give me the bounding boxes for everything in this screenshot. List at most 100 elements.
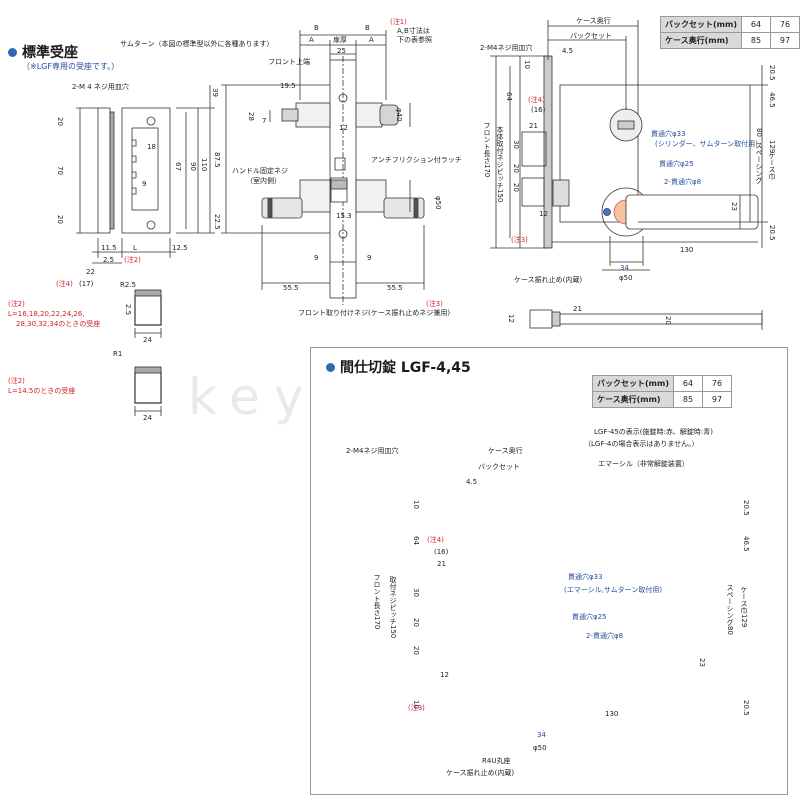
- table-row: ケース奥行(mm) 85 97: [660, 32, 800, 49]
- table-cell: 85: [672, 391, 703, 408]
- dim-label: R1: [113, 350, 123, 358]
- dim-label: フロント長さ170: [483, 122, 491, 178]
- note-ref: (注3): [408, 704, 425, 712]
- dim-label: 20: [512, 183, 520, 192]
- note: L=14.5のときの受座: [8, 387, 76, 395]
- dim-label: B: [314, 24, 319, 32]
- note-ref: (注4): [427, 536, 444, 544]
- dim-label: 130: [680, 246, 694, 254]
- dim-label: φ50: [434, 196, 442, 210]
- note-ref: (注3): [426, 300, 443, 308]
- dim-label: 64: [412, 536, 420, 545]
- dim-label: 64: [505, 92, 513, 101]
- screw-label: 2-M4ネジ用皿穴: [346, 447, 399, 455]
- dim-label: 23: [698, 658, 706, 667]
- dim-label: ケース奥行: [488, 447, 523, 455]
- dim-label: 4.5: [466, 478, 478, 486]
- dim-label: 10: [412, 700, 420, 709]
- dim-label: φ50: [619, 274, 633, 282]
- latch-label: アンチフリクション付ラッチ: [371, 156, 462, 164]
- screw-label: フロント取り付けネジ(ケース振れ止めネジ兼用): [298, 309, 451, 317]
- table-row: バックセット(mm) 64 76: [592, 375, 732, 392]
- dim-label: 12: [339, 124, 348, 132]
- dim-label: 46.5: [742, 536, 750, 552]
- dim-label: φ50: [533, 744, 547, 752]
- dim-label: 本体取付ネジピッチ150: [496, 126, 504, 203]
- section-header-lgf: 間仕切錠 LGF-4,45: [326, 357, 471, 377]
- thumbturn: [281, 108, 299, 122]
- table-row: ケース奥行(mm) 85 97: [592, 391, 732, 408]
- dim-label: 20.5: [768, 225, 776, 241]
- dim-label: 9: [367, 254, 372, 262]
- section-title: 標準受座: [22, 45, 78, 61]
- table-cell: 97: [701, 391, 732, 408]
- table-cell: 76: [701, 375, 732, 392]
- table-cell: 64: [672, 375, 703, 392]
- lever-body: [625, 194, 759, 230]
- hole-label: 2-貫通穴φ8: [664, 178, 702, 186]
- dim-label: 2.5: [103, 256, 115, 264]
- hole-label: (エマーシル,サムターン取付用): [564, 586, 663, 594]
- screw-hole: [146, 220, 156, 230]
- dim-label: (17): [79, 280, 94, 288]
- table-header-cell: ケース奥行(mm): [592, 391, 674, 408]
- dim-label: 25: [337, 47, 346, 55]
- dim-label: 23: [730, 202, 738, 211]
- front-top-label: フロント上端: [268, 58, 310, 66]
- dim-label: 扉厚: [333, 36, 347, 44]
- screw-label: （室内側）: [246, 177, 281, 185]
- dim-label: 21: [573, 305, 582, 313]
- dim-label: B: [365, 24, 370, 32]
- strike-label: 2-M 4 ネジ用皿穴: [72, 83, 129, 91]
- dim-label: 19.5: [280, 82, 296, 90]
- note: L=16,18,20,22,24,26,: [8, 310, 85, 318]
- cylinder: [379, 104, 399, 126]
- note: (注2): [8, 300, 25, 308]
- dim-label: 18: [147, 143, 156, 151]
- screw-hole: [146, 116, 156, 126]
- stopper-label: ケース振れ止め(内蔵): [514, 276, 583, 284]
- note-ref: (注3): [511, 236, 528, 244]
- stopper-label: ケース振れ止め(内蔵): [446, 769, 515, 777]
- dim-label: (16): [531, 106, 546, 114]
- dim-label: ケース巾: [768, 152, 776, 180]
- dim-label: 80: [755, 128, 763, 137]
- dim-label: 10: [412, 500, 420, 509]
- dim-label: スペーシング: [755, 142, 763, 184]
- dim-label: 7: [262, 117, 267, 125]
- dim-label: ケース奥行: [576, 17, 611, 25]
- dim-label: 22: [86, 268, 95, 276]
- dim-label: 15.3: [336, 212, 352, 220]
- dim-label: 30: [412, 588, 420, 597]
- note-text: A,B寸法は: [397, 27, 430, 35]
- dim-label: 12: [539, 210, 548, 218]
- dim-label: 55.5: [283, 284, 299, 292]
- note-ref: (注4): [56, 280, 73, 288]
- table-cell: 85: [740, 32, 771, 49]
- dim-label: 87.5: [213, 152, 221, 168]
- screw-label: 2-M4ネジ用皿穴: [480, 44, 533, 52]
- hole-label: 貫通穴φ33: [651, 130, 686, 138]
- dim-label: 67: [174, 162, 182, 171]
- section-subtitle: （※LGF専用の受座です。）: [22, 62, 120, 71]
- dim-label: 9: [142, 180, 147, 188]
- note-ref: (注4): [528, 96, 545, 104]
- dim-label: 11.5: [101, 244, 117, 252]
- dim-label: (16): [434, 548, 449, 556]
- dim-label: 30: [512, 140, 520, 149]
- table-cell: 97: [769, 32, 800, 49]
- hole-label: 貫通穴φ33: [568, 573, 603, 581]
- deadbolt: [521, 177, 545, 207]
- dim-label: 28: [247, 112, 255, 121]
- rose-label: R4U丸座: [482, 757, 511, 765]
- table-row: バックセット(mm) 64 76: [660, 16, 800, 33]
- dim-label: 20: [412, 618, 420, 627]
- section-header-strike: 標準受座: [8, 42, 78, 62]
- dim-label: バックセット: [570, 32, 612, 40]
- dim-label: 34: [537, 731, 546, 739]
- dim-label: 130: [605, 710, 619, 718]
- bullet-icon: [326, 363, 335, 372]
- dim-label: 12: [440, 671, 449, 679]
- dim-label: 21: [437, 560, 446, 568]
- dim-label: 21: [529, 122, 538, 130]
